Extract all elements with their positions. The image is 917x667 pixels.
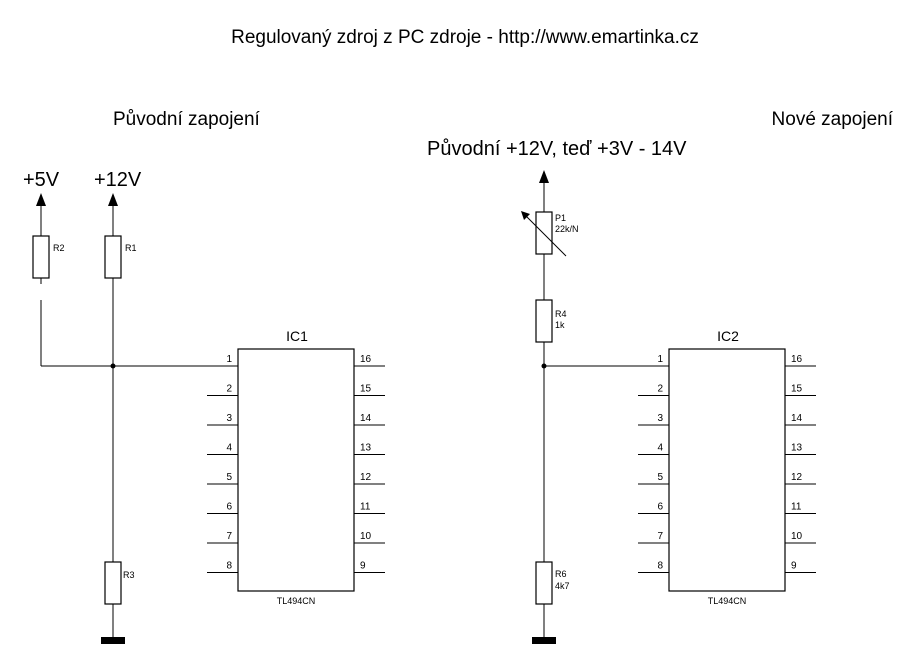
ic1-pin-number: 13	[360, 443, 372, 454]
resistor-r3	[104, 561, 122, 605]
resistor-r3-label: R3	[123, 570, 135, 580]
ic2-pin-number: 8	[657, 561, 663, 572]
ic2-pin-number: 9	[791, 561, 797, 572]
new-circuit-heading: Nové zapojení	[772, 109, 894, 130]
ic1-pin-number: 15	[360, 384, 372, 395]
ground-icon	[532, 637, 556, 644]
ic1-pin-number: 6	[226, 502, 232, 513]
resistor-r1-label: R1	[125, 243, 137, 253]
ic2-pin-number: 2	[657, 384, 663, 395]
ic1-pin-number: 9	[360, 561, 366, 572]
ic1-pin-number: 4	[226, 443, 232, 454]
resistor-r2-label: R2	[53, 243, 65, 253]
ic2-pin-number: 10	[791, 531, 803, 542]
ic1-pin-number: 1	[226, 354, 232, 365]
adjustable-rail-arrow-icon	[539, 170, 549, 183]
ic2-pin-number: 14	[791, 413, 803, 424]
ic2-pin-number: 4	[657, 443, 663, 454]
ic1-pin-number: 10	[360, 531, 372, 542]
original-circuit-heading: Původní zapojení	[113, 109, 261, 130]
ic2-pin-number: 5	[657, 472, 663, 483]
ic1-pin-number: 8	[226, 561, 232, 572]
ic1-label: IC1	[286, 328, 308, 344]
adjustable-rail-label: Původní +12V, teď +3V - 14V	[427, 138, 687, 160]
resistor-r6-value: 4k7	[555, 581, 570, 591]
original-circuit: Původní zapojení +5V R2 +12V R1 R3 IC1 T…	[23, 109, 385, 644]
ic2-pin-number: 6	[657, 502, 663, 513]
ic2-part-number: TL494CN	[708, 596, 747, 606]
ic2-pin-number: 1	[657, 354, 663, 365]
ic2-pin-number: 3	[657, 413, 663, 424]
rail-5v-label: +5V	[23, 169, 60, 191]
rail-12v-label: +12V	[94, 169, 142, 191]
ic1-part-number: TL494CN	[277, 596, 316, 606]
ic1-pin-number: 16	[360, 354, 372, 365]
ic2-pin-number: 15	[791, 384, 803, 395]
resistor-r4-value: 1k	[555, 320, 565, 330]
ic1-pin-number: 14	[360, 413, 372, 424]
junction-dot	[541, 363, 547, 369]
ic2-body	[668, 348, 786, 592]
resistor-r6	[535, 561, 553, 605]
potentiometer-p1-label: P1	[555, 213, 566, 223]
new-circuit: Nové zapojení Původní +12V, teď +3V - 14…	[427, 109, 894, 644]
resistor-r4-label: R4	[555, 309, 567, 319]
resistor-r2	[32, 235, 50, 279]
ic1-pin-number: 7	[226, 531, 232, 542]
junction-dot	[110, 363, 116, 369]
ic1-pin-number: 2	[226, 384, 232, 395]
ic2-pin-number: 12	[791, 472, 803, 483]
ic2-pin-number: 16	[791, 354, 803, 365]
diagram-title: Regulovaný zdroj z PC zdroje - http://ww…	[231, 27, 699, 48]
resistor-r1	[104, 235, 122, 279]
rail-5v-arrow-icon	[36, 193, 46, 206]
ic2-label: IC2	[717, 328, 739, 344]
potentiometer-adjust-arrow-icon	[523, 213, 567, 257]
ic1-pin-number: 11	[360, 502, 371, 513]
ic1-pin-number: 5	[226, 472, 232, 483]
resistor-r4	[535, 299, 553, 343]
potentiometer-p1-value: 22k/N	[555, 224, 579, 234]
ic2-pin-number: 11	[791, 502, 802, 513]
potentiometer-p1	[535, 211, 553, 255]
rail-12v-arrow-icon	[108, 193, 118, 206]
ic1-pin-number: 12	[360, 472, 372, 483]
ic2-pin-number: 13	[791, 443, 803, 454]
ic1-body	[237, 348, 355, 592]
ground-icon	[101, 637, 125, 644]
resistor-r6-label: R6	[555, 569, 567, 579]
ic2-pin-number: 7	[657, 531, 663, 542]
ic1-pin-number: 3	[226, 413, 232, 424]
